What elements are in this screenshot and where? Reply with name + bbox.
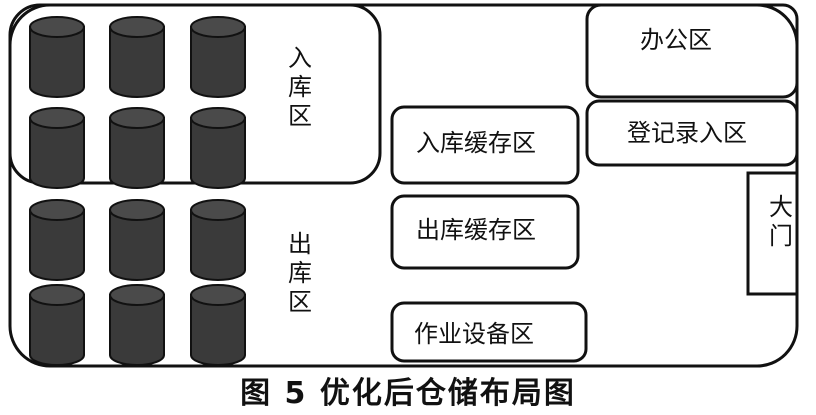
outbound-storage-barrel (190, 284, 246, 366)
outbound-storage-label: 出库区 (288, 230, 312, 316)
office-zone (585, 3, 799, 99)
outbound-storage-barrel (29, 284, 85, 366)
outbound-storage-barrel (109, 199, 165, 281)
inbound-storage-barrel (109, 107, 165, 189)
registration-zone (585, 99, 799, 167)
inbound-buffer-label: 入库缓存区 (416, 129, 536, 157)
outbound-storage-barrel (29, 199, 85, 281)
inbound-storage-barrel (109, 16, 165, 98)
inbound-storage-barrel (190, 16, 246, 98)
inbound-buffer-zone (390, 105, 580, 185)
gate-label: 大门 (769, 193, 793, 250)
gate-zone (746, 171, 799, 296)
outbound-storage-barrel (109, 284, 165, 366)
outbound-buffer-label: 出库缓存区 (416, 216, 536, 244)
office-label: 办公区 (640, 26, 712, 54)
equipment-zone (390, 301, 588, 363)
inbound-storage-label: 入库区 (288, 44, 312, 130)
storage-barrels (29, 16, 246, 366)
inbound-storage-barrel (29, 16, 85, 98)
outbound-storage-barrel (190, 199, 246, 281)
registration-label: 登记录入区 (627, 119, 747, 147)
outbound-buffer-zone (390, 194, 580, 270)
equipment-label: 作业设备区 (414, 320, 534, 348)
warehouse-layout-diagram (8, 3, 799, 368)
inbound-storage-barrel (190, 107, 246, 189)
figure-caption: 图 5 优化后仓储布局图 (240, 376, 576, 411)
inbound-storage-barrel (29, 107, 85, 189)
